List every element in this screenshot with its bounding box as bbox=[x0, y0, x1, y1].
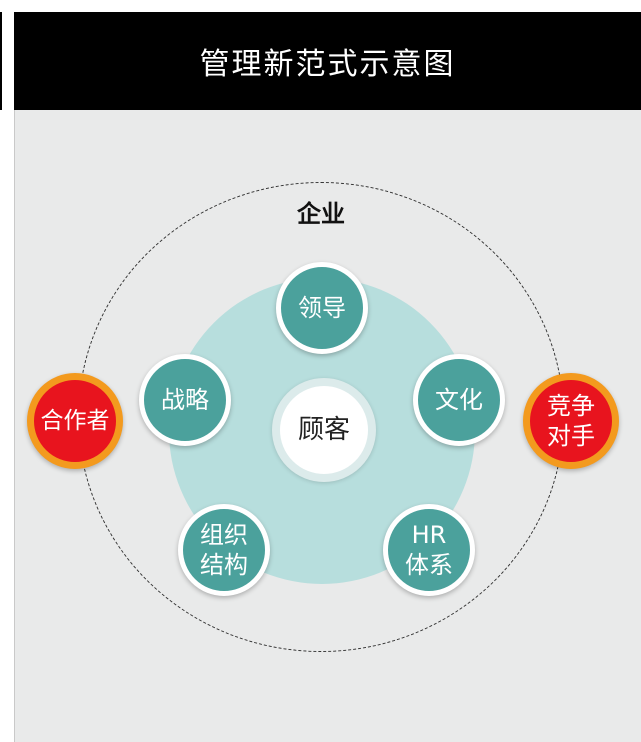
partners-node: 合作者 bbox=[27, 373, 123, 469]
org-structure-label: 组织 结构 bbox=[200, 521, 248, 579]
competitors-label: 竞争 对手 bbox=[547, 392, 595, 450]
culture-node: 文化 bbox=[413, 354, 505, 446]
customer-node: 顾客 bbox=[272, 378, 376, 482]
left-edge-mark bbox=[0, 12, 2, 110]
enterprise-label: 企业 bbox=[297, 200, 345, 228]
hr-system-node: HR 体系 bbox=[383, 504, 475, 596]
strategy-label: 战略 bbox=[161, 386, 209, 414]
page-title: 管理新范式示意图 bbox=[199, 47, 456, 82]
leadership-label: 领导 bbox=[298, 294, 346, 322]
culture-label: 文化 bbox=[435, 386, 483, 414]
competitors-node: 竞争 对手 bbox=[523, 373, 619, 469]
hr-system-label: HR 体系 bbox=[405, 521, 453, 579]
strategy-node: 战略 bbox=[139, 354, 231, 446]
customer-label: 顾客 bbox=[297, 414, 350, 445]
org-structure-node: 组织 结构 bbox=[178, 504, 270, 596]
leadership-node: 领导 bbox=[276, 262, 368, 354]
partners-label: 合作者 bbox=[40, 407, 110, 434]
title-bar: 管理新范式示意图 bbox=[14, 12, 641, 110]
panel-left-border bbox=[14, 110, 15, 742]
